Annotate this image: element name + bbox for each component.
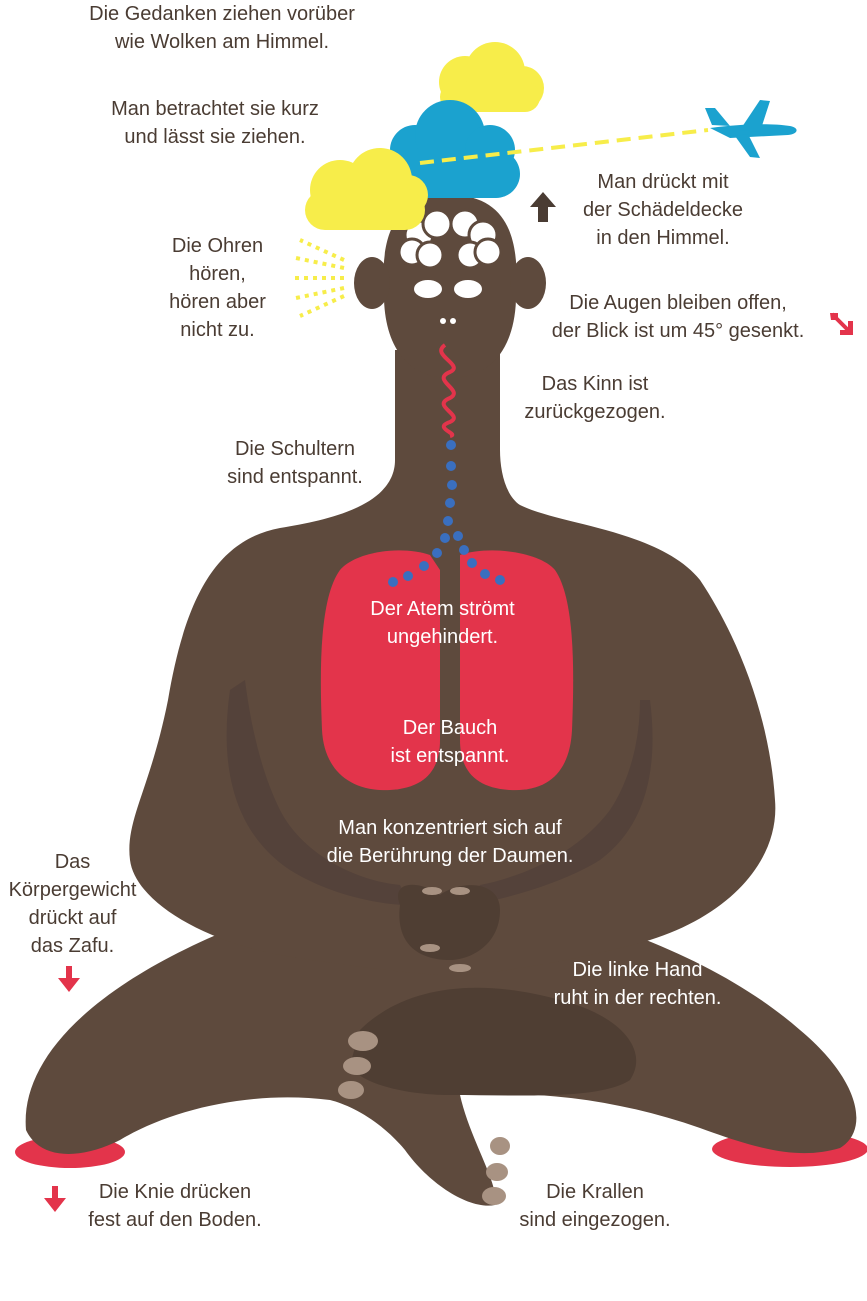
label-belly: Der Bauch ist entspannt.	[360, 714, 540, 770]
sound-lines	[294, 238, 345, 318]
label-eyes: Die Augen bleiben offen, der Blick ist u…	[528, 289, 828, 345]
label-thumbs: Man konzentriert sich auf die Berührung …	[290, 814, 610, 870]
throat-spiral	[439, 343, 456, 438]
arm-right-gap	[470, 700, 653, 905]
hands	[398, 884, 500, 960]
nostril-left	[440, 318, 446, 324]
label-knees-line1: Die Knie drücken	[98, 1181, 252, 1203]
label-skull-line2: der Schädeldecke	[582, 199, 744, 221]
lung-left	[320, 550, 440, 791]
label-hands-line1: Die linke Hand	[572, 959, 703, 981]
label-weight-line1: Das	[54, 851, 91, 873]
label-weight-line3: drückt auf	[28, 907, 117, 929]
thumb-nails	[420, 887, 471, 972]
arrow-down-icon-knees	[44, 1186, 66, 1212]
label-ears-line4: nicht zu.	[180, 319, 255, 341]
label-eyes-line1: Die Augen bleiben offen,	[569, 292, 787, 314]
label-skull-line3: in den Himmel.	[596, 227, 730, 249]
label-chin-line2: zurückgezogen.	[524, 401, 666, 423]
label-hands-line2: ruht in der rechten.	[553, 987, 722, 1009]
eye-left	[414, 280, 442, 298]
label-chin: Das Kinn ist zurückgezogen.	[500, 370, 690, 426]
label-ears: Die Ohren hören, hören aber nicht zu.	[150, 232, 285, 344]
label-thumbs-line2: die Berührung der Daumen.	[326, 845, 574, 867]
label-knees: Die Knie drücken fest auf den Boden.	[70, 1178, 280, 1234]
label-knees-line2: fest auf den Boden.	[88, 1209, 262, 1231]
ear-left	[354, 257, 390, 309]
label-thoughts: Die Gedanken ziehen vorüber wie Wolken a…	[62, 0, 382, 56]
label-observe-line1: Man betrachtet sie kurz	[111, 98, 319, 120]
label-belly-line2: ist entspannt.	[390, 745, 510, 767]
arrow-down-right-icon	[830, 312, 853, 335]
label-toes: Die Krallen sind eingezogen.	[500, 1178, 690, 1234]
label-toes-line1: Die Krallen	[546, 1181, 644, 1203]
label-skull-line1: Man drückt mit	[597, 171, 729, 193]
lung-right	[460, 550, 574, 791]
arm-left-gap	[226, 680, 410, 905]
label-ears-line3: hören aber	[169, 291, 266, 313]
eye-right	[454, 280, 482, 298]
label-observe-line2: und lässt sie ziehen.	[124, 126, 306, 148]
flight-dash-line	[419, 128, 709, 165]
arrow-up-icon	[530, 192, 556, 222]
label-shoulders: Die Schultern sind entspannt.	[205, 435, 385, 491]
label-observe: Man betrachtet sie kurz und lässt sie zi…	[80, 95, 350, 151]
label-breath: Der Atem strömt ungehindert.	[345, 595, 540, 651]
label-chin-line1: Das Kinn ist	[541, 373, 649, 395]
cloud-yellow-top	[439, 42, 544, 112]
label-thoughts-line2: wie Wolken am Himmel.	[114, 31, 330, 53]
label-breath-line1: Der Atem strömt	[370, 598, 515, 620]
label-shoulders-line2: sind entspannt.	[227, 466, 363, 488]
label-hands: Die linke Hand ruht in der rechten.	[520, 956, 755, 1012]
airplane-icon	[705, 100, 797, 158]
label-weight: Das Körpergewicht drückt auf das Zafu.	[0, 848, 145, 960]
toes-upper	[338, 1031, 378, 1099]
cloud-yellow-left	[305, 148, 428, 230]
label-weight-line4: das Zafu.	[30, 935, 115, 957]
label-eyes-line2: der Blick ist um 45° gesenkt.	[551, 320, 805, 342]
label-skull: Man drückt mit der Schädeldecke in den H…	[568, 168, 758, 252]
label-thoughts-line1: Die Gedanken ziehen vorüber	[89, 3, 355, 25]
nostril-right	[450, 318, 456, 324]
label-belly-line1: Der Bauch	[402, 717, 498, 739]
brain	[397, 208, 503, 270]
label-thumbs-line1: Man konzentriert sich auf	[338, 817, 562, 839]
ear-right	[510, 257, 546, 309]
airway-dots	[388, 440, 505, 587]
label-weight-line2: Körpergewicht	[8, 879, 137, 901]
label-ears-line2: hören,	[189, 263, 246, 285]
label-shoulders-line1: Die Schultern	[234, 438, 356, 460]
toes-lower	[482, 1137, 510, 1205]
foot	[350, 987, 637, 1096]
arrow-down-icon-weight	[58, 966, 80, 992]
label-breath-line2: ungehindert.	[386, 626, 499, 648]
label-ears-line1: Die Ohren	[171, 235, 264, 257]
label-toes-line2: sind eingezogen.	[519, 1209, 671, 1231]
